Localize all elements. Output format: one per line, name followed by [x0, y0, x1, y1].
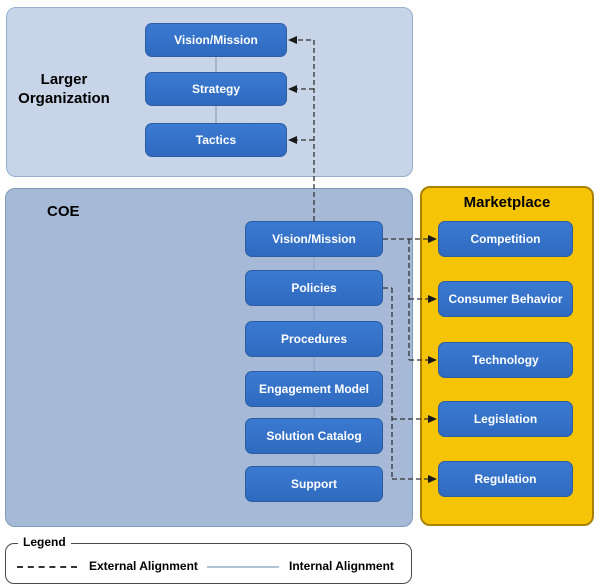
legend-external-label: External Alignment	[89, 559, 198, 573]
internal-alignment-line-sample	[207, 566, 279, 568]
node-org-vision-mission: Vision/Mission	[145, 23, 287, 57]
node-marketplace-legislation: Legislation	[438, 401, 573, 437]
node-org-strategy: Strategy	[145, 72, 287, 106]
node-coe-engagement-model: Engagement Model	[245, 371, 383, 407]
coe-title: COE	[47, 203, 80, 220]
larger-organization-title: Larger Organization	[18, 71, 110, 107]
node-marketplace-competition: Competition	[438, 221, 573, 257]
node-org-tactics: Tactics	[145, 123, 287, 157]
node-coe-vision-mission: Vision/Mission	[245, 221, 383, 257]
legend-internal-label: Internal Alignment	[289, 559, 394, 573]
marketplace-title: Marketplace	[463, 194, 551, 211]
node-marketplace-consumer-behavior: Consumer Behavior	[438, 281, 573, 317]
external-alignment-line-sample	[17, 566, 77, 568]
legend-box: Legend External Alignment Internal Align…	[5, 535, 412, 584]
node-coe-solution-catalog: Solution Catalog	[245, 418, 383, 454]
node-coe-procedures: Procedures	[245, 321, 383, 357]
node-marketplace-regulation: Regulation	[438, 461, 573, 497]
legend-title: Legend	[18, 535, 71, 549]
node-coe-support: Support	[245, 466, 383, 502]
node-coe-policies: Policies	[245, 270, 383, 306]
node-marketplace-technology: Technology	[438, 342, 573, 378]
